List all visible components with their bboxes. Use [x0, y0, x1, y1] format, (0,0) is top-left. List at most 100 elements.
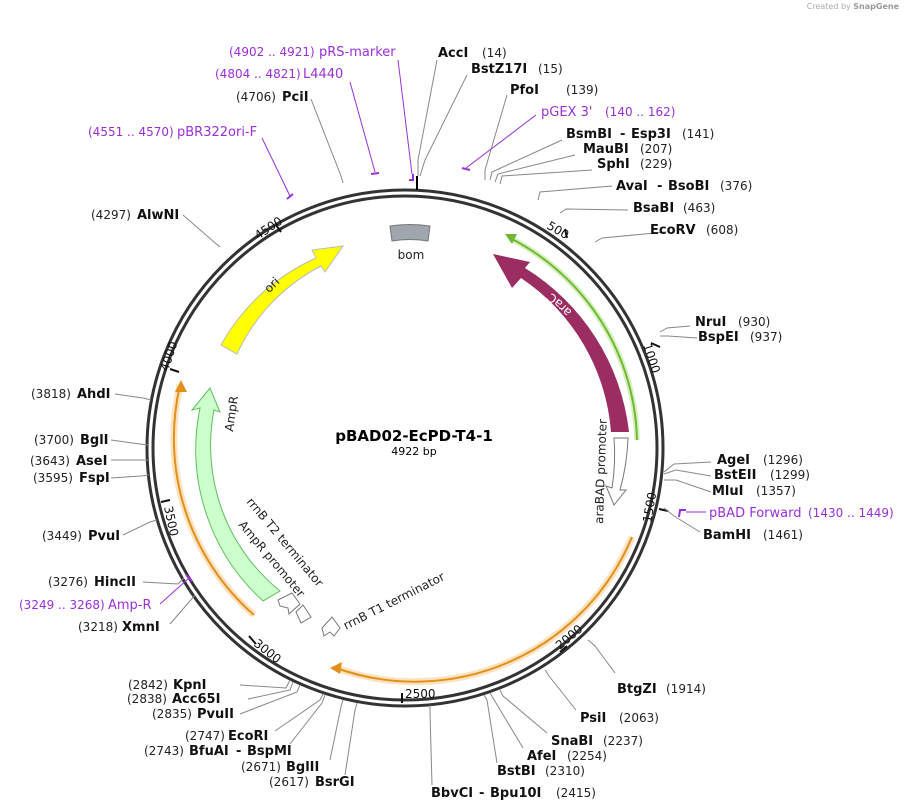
bom-label: bom	[398, 248, 425, 262]
primer-name-L4440: L4440	[303, 67, 343, 82]
site-dash-AvaI: -	[657, 179, 662, 194]
site-num-HincII: (3276)	[48, 575, 88, 589]
site-num-EcoRI: (2747)	[185, 729, 225, 743]
site-name-BstZ17I: BstZ17I	[471, 62, 527, 77]
primer-mark-pBR322ori-F	[286, 193, 294, 200]
tick-mark-500	[564, 228, 568, 239]
site-num-BstZ17I: (15)	[538, 62, 563, 76]
AmpR-feature[interactable]	[190, 387, 281, 602]
site-num-AccI: (14)	[482, 46, 507, 60]
site-name-KpnI: KpnI	[173, 678, 206, 693]
site-num-NruI: (930)	[738, 315, 770, 329]
site-num-AlwNI: (4297)	[91, 208, 131, 222]
orf-arrow-left-head	[175, 380, 187, 392]
primer-name-Amp-R: Amp-R	[108, 598, 152, 613]
site-name-PvuI: PvuI	[88, 529, 120, 544]
site-num-BstBI: (2310)	[545, 764, 585, 778]
araBAD-promoter-label: araBAD promoter	[592, 419, 610, 524]
rrnB-T1-terminator-label: rrnB T1 terminator	[341, 569, 447, 632]
site-name2-Esp3I: Esp3I	[631, 127, 671, 142]
site-name-AfeI: AfeI	[527, 749, 556, 764]
site-name-AvaI: AvaI	[616, 179, 648, 194]
site-name-SnaBI: SnaBI	[551, 734, 593, 749]
tick-marks	[160, 224, 669, 703]
site-num-Acc65I: (2838)	[127, 692, 167, 706]
site-num-BsaBI: (463)	[683, 201, 715, 215]
site-name-AccI: AccI	[438, 46, 468, 61]
backbone-inner-ring	[151, 194, 659, 702]
site-num-AvaI: (376)	[720, 179, 752, 193]
site-num-XmnI: (3218)	[78, 620, 118, 634]
site-name-AlwNI: AlwNI	[137, 208, 179, 223]
orf-arrow-right-head	[330, 662, 342, 674]
site-name2-Bpu10I: Bpu10I	[490, 786, 541, 801]
site-num-AhdI: (3818)	[31, 387, 71, 401]
site-name-PciI: PciI	[282, 90, 309, 105]
site-num-MauBI: (207)	[640, 142, 672, 156]
site-labels-right: AccI (14) BstZ17I (15) PfoI (139) BsmBI …	[431, 46, 810, 801]
green-orf-arrow-head	[505, 234, 517, 244]
site-name-NruI: NruI	[695, 315, 726, 330]
primer-range-Amp-R: (3249 .. 3268)	[19, 598, 105, 612]
backbone-outer-ring	[145, 188, 665, 708]
tick-label-4500: 4500	[252, 214, 285, 243]
site-num-SphI: (229)	[640, 157, 672, 171]
primer-range-pGEX3: (140 .. 162)	[605, 105, 675, 119]
orf-arc-right	[335, 536, 633, 683]
site-labels-left: (2617) BsrGI (2671) BglII (2743) BfuAI -…	[30, 90, 355, 790]
site-num-PfoI: (139)	[566, 83, 598, 97]
site-name-SphI: SphI	[597, 157, 630, 172]
primer-mark-pBAD-Forward	[678, 509, 686, 518]
tick-mark-4500	[275, 224, 282, 233]
rrnB-T1-terminator-feature[interactable]	[321, 616, 341, 637]
site-num-BbvCI: (2415)	[556, 786, 596, 800]
site-num-PciI: (4706)	[236, 90, 276, 104]
rrnB-T2-terminator-feature[interactable]	[295, 604, 312, 624]
site-name-EcoRV: EcoRV	[650, 223, 696, 238]
site-name-BglI: BglI	[80, 433, 109, 448]
site-num-PvuI: (3449)	[42, 529, 82, 543]
primer-mark-pGEX3	[461, 167, 471, 171]
site-name-XmnI: XmnI	[122, 620, 160, 635]
araC-feature[interactable]	[493, 254, 629, 432]
site-name-EcoRI: EcoRI	[228, 729, 268, 744]
tick-label-2500: 2500	[405, 687, 436, 701]
site-name-PsiI: PsiI	[580, 711, 606, 726]
site-name-AhdI: AhdI	[77, 387, 110, 402]
primer-name-pRS-marker: pRS-marker	[319, 45, 396, 60]
tick-mark-1000	[650, 342, 661, 348]
site-name-BglII: BglII	[286, 760, 319, 775]
primer-range-pBR322ori-F: (4551 .. 4570)	[88, 125, 174, 139]
site-num-BglI: (3700)	[34, 433, 74, 447]
site-dash-BsmBI: -	[620, 127, 625, 142]
araBAD-promoter-feature[interactable]	[605, 437, 629, 506]
ori-feature[interactable]	[220, 245, 345, 355]
site-num-SnaBI: (2237)	[603, 734, 643, 748]
site-num-BspEI: (937)	[750, 330, 782, 344]
site-num-BsrGI: (2617)	[269, 775, 309, 789]
site-name-BsaBI: BsaBI	[633, 201, 674, 216]
site-num-KpnI: (2842)	[128, 678, 168, 692]
primer-leader-lines	[159, 59, 706, 605]
site-name2-BspMI: BspMI	[247, 744, 292, 759]
site-num-BstEII: (1299)	[770, 468, 810, 482]
site-name-BsmBI: BsmBI	[566, 127, 612, 142]
site-num-AgeI: (1296)	[763, 453, 803, 467]
site-num-BglII: (2671)	[241, 760, 281, 774]
orf-arc-left	[172, 384, 255, 616]
site-num-EcoRV: (608)	[706, 223, 738, 237]
tick-label-4000: 4000	[158, 340, 181, 373]
site-dash-BfuAI: -	[236, 744, 241, 759]
site-num-AfeI: (2254)	[567, 749, 607, 763]
site-num-BfuAI: (2743)	[144, 744, 184, 758]
site-num-PvuII: (2835)	[152, 707, 192, 721]
site-name-BbvCI: BbvCI	[431, 786, 473, 801]
site-num-BsmBI: (141)	[682, 127, 714, 141]
primer-name-pBAD-Forward: pBAD Forward	[709, 506, 802, 521]
site-num-MluI: (1357)	[756, 484, 796, 498]
site-name2-BsoBI: BsoBI	[668, 179, 709, 194]
AmpR-promoter-feature[interactable]	[277, 592, 301, 615]
tick-mark-4000	[169, 368, 180, 373]
bom-feature[interactable]	[389, 224, 431, 242]
